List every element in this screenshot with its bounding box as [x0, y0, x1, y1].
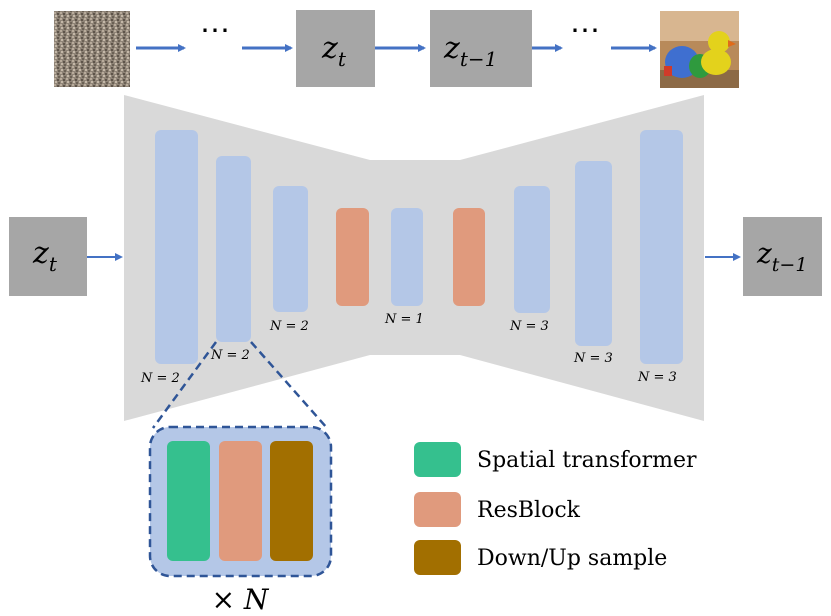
block-label-enc-2: N = 2	[210, 348, 250, 363]
pipeline-ellipsis-right: ⋯	[570, 13, 600, 48]
decoder-block-3	[640, 130, 683, 364]
block-label-middle: N = 1	[384, 312, 424, 327]
block-label-dec-2: N = 3	[573, 351, 613, 366]
legend: Spatial transformer ResBlock Down/Up sam…	[414, 442, 697, 575]
latent-zt-box	[296, 10, 375, 87]
decoder-block-1	[514, 186, 550, 313]
input-latent-box	[9, 217, 87, 296]
legend-swatch-resblock	[414, 492, 461, 527]
latent-zt-minus-1-box	[430, 10, 532, 87]
encoder-block-3	[273, 186, 308, 312]
middle-block	[391, 208, 423, 306]
output-latent-label: zt−1	[756, 237, 807, 276]
block-label-enc-1: N = 2	[140, 371, 180, 386]
zoom-line-right	[250, 341, 328, 429]
expansion-spatial-transformer	[167, 441, 210, 561]
noise-image	[54, 11, 130, 87]
block-label-enc-3: N = 2	[269, 319, 309, 334]
latent-zt-label: zt	[321, 31, 347, 71]
block-labels: N = 2 N = 2 N = 2 N = 1 N = 3 N = 3 N = …	[140, 312, 677, 386]
legend-swatch-spatial-transformer	[414, 442, 461, 477]
encoder-block-1	[155, 130, 198, 364]
encoder-block-2	[216, 156, 251, 342]
middle-resblock-2	[453, 208, 485, 306]
decoder-block-2	[575, 161, 612, 346]
legend-swatch-updown-sample	[414, 540, 461, 575]
expansion-updown-sample	[270, 441, 313, 561]
legend-label-updown-sample: Down/Up sample	[477, 546, 667, 571]
legend-label-spatial-transformer: Spatial transformer	[477, 448, 697, 473]
input-latent-label: zt	[32, 236, 58, 276]
block-label-dec-3: N = 3	[637, 370, 677, 385]
output-latent-box	[743, 217, 822, 296]
latent-zt-minus-1-label: zt−1	[443, 31, 497, 71]
block-expansion: × N	[148, 341, 333, 616]
zoom-line-left	[151, 341, 218, 429]
repeat-label: × N	[212, 583, 270, 616]
legend-label-resblock: ResBlock	[477, 498, 581, 523]
diffusion-pipeline: ⋯ zt zt−1 ⋯	[54, 10, 739, 88]
pipeline-ellipsis-left: ⋯	[200, 13, 230, 48]
block-label-dec-1: N = 3	[509, 319, 549, 334]
generated-image	[660, 11, 739, 88]
middle-resblock-1	[336, 208, 369, 306]
expansion-resblock	[219, 441, 262, 561]
unet: zt N = 2 N = 2 N = 2 N = 1 N = 3 N = 3 N…	[9, 95, 822, 421]
